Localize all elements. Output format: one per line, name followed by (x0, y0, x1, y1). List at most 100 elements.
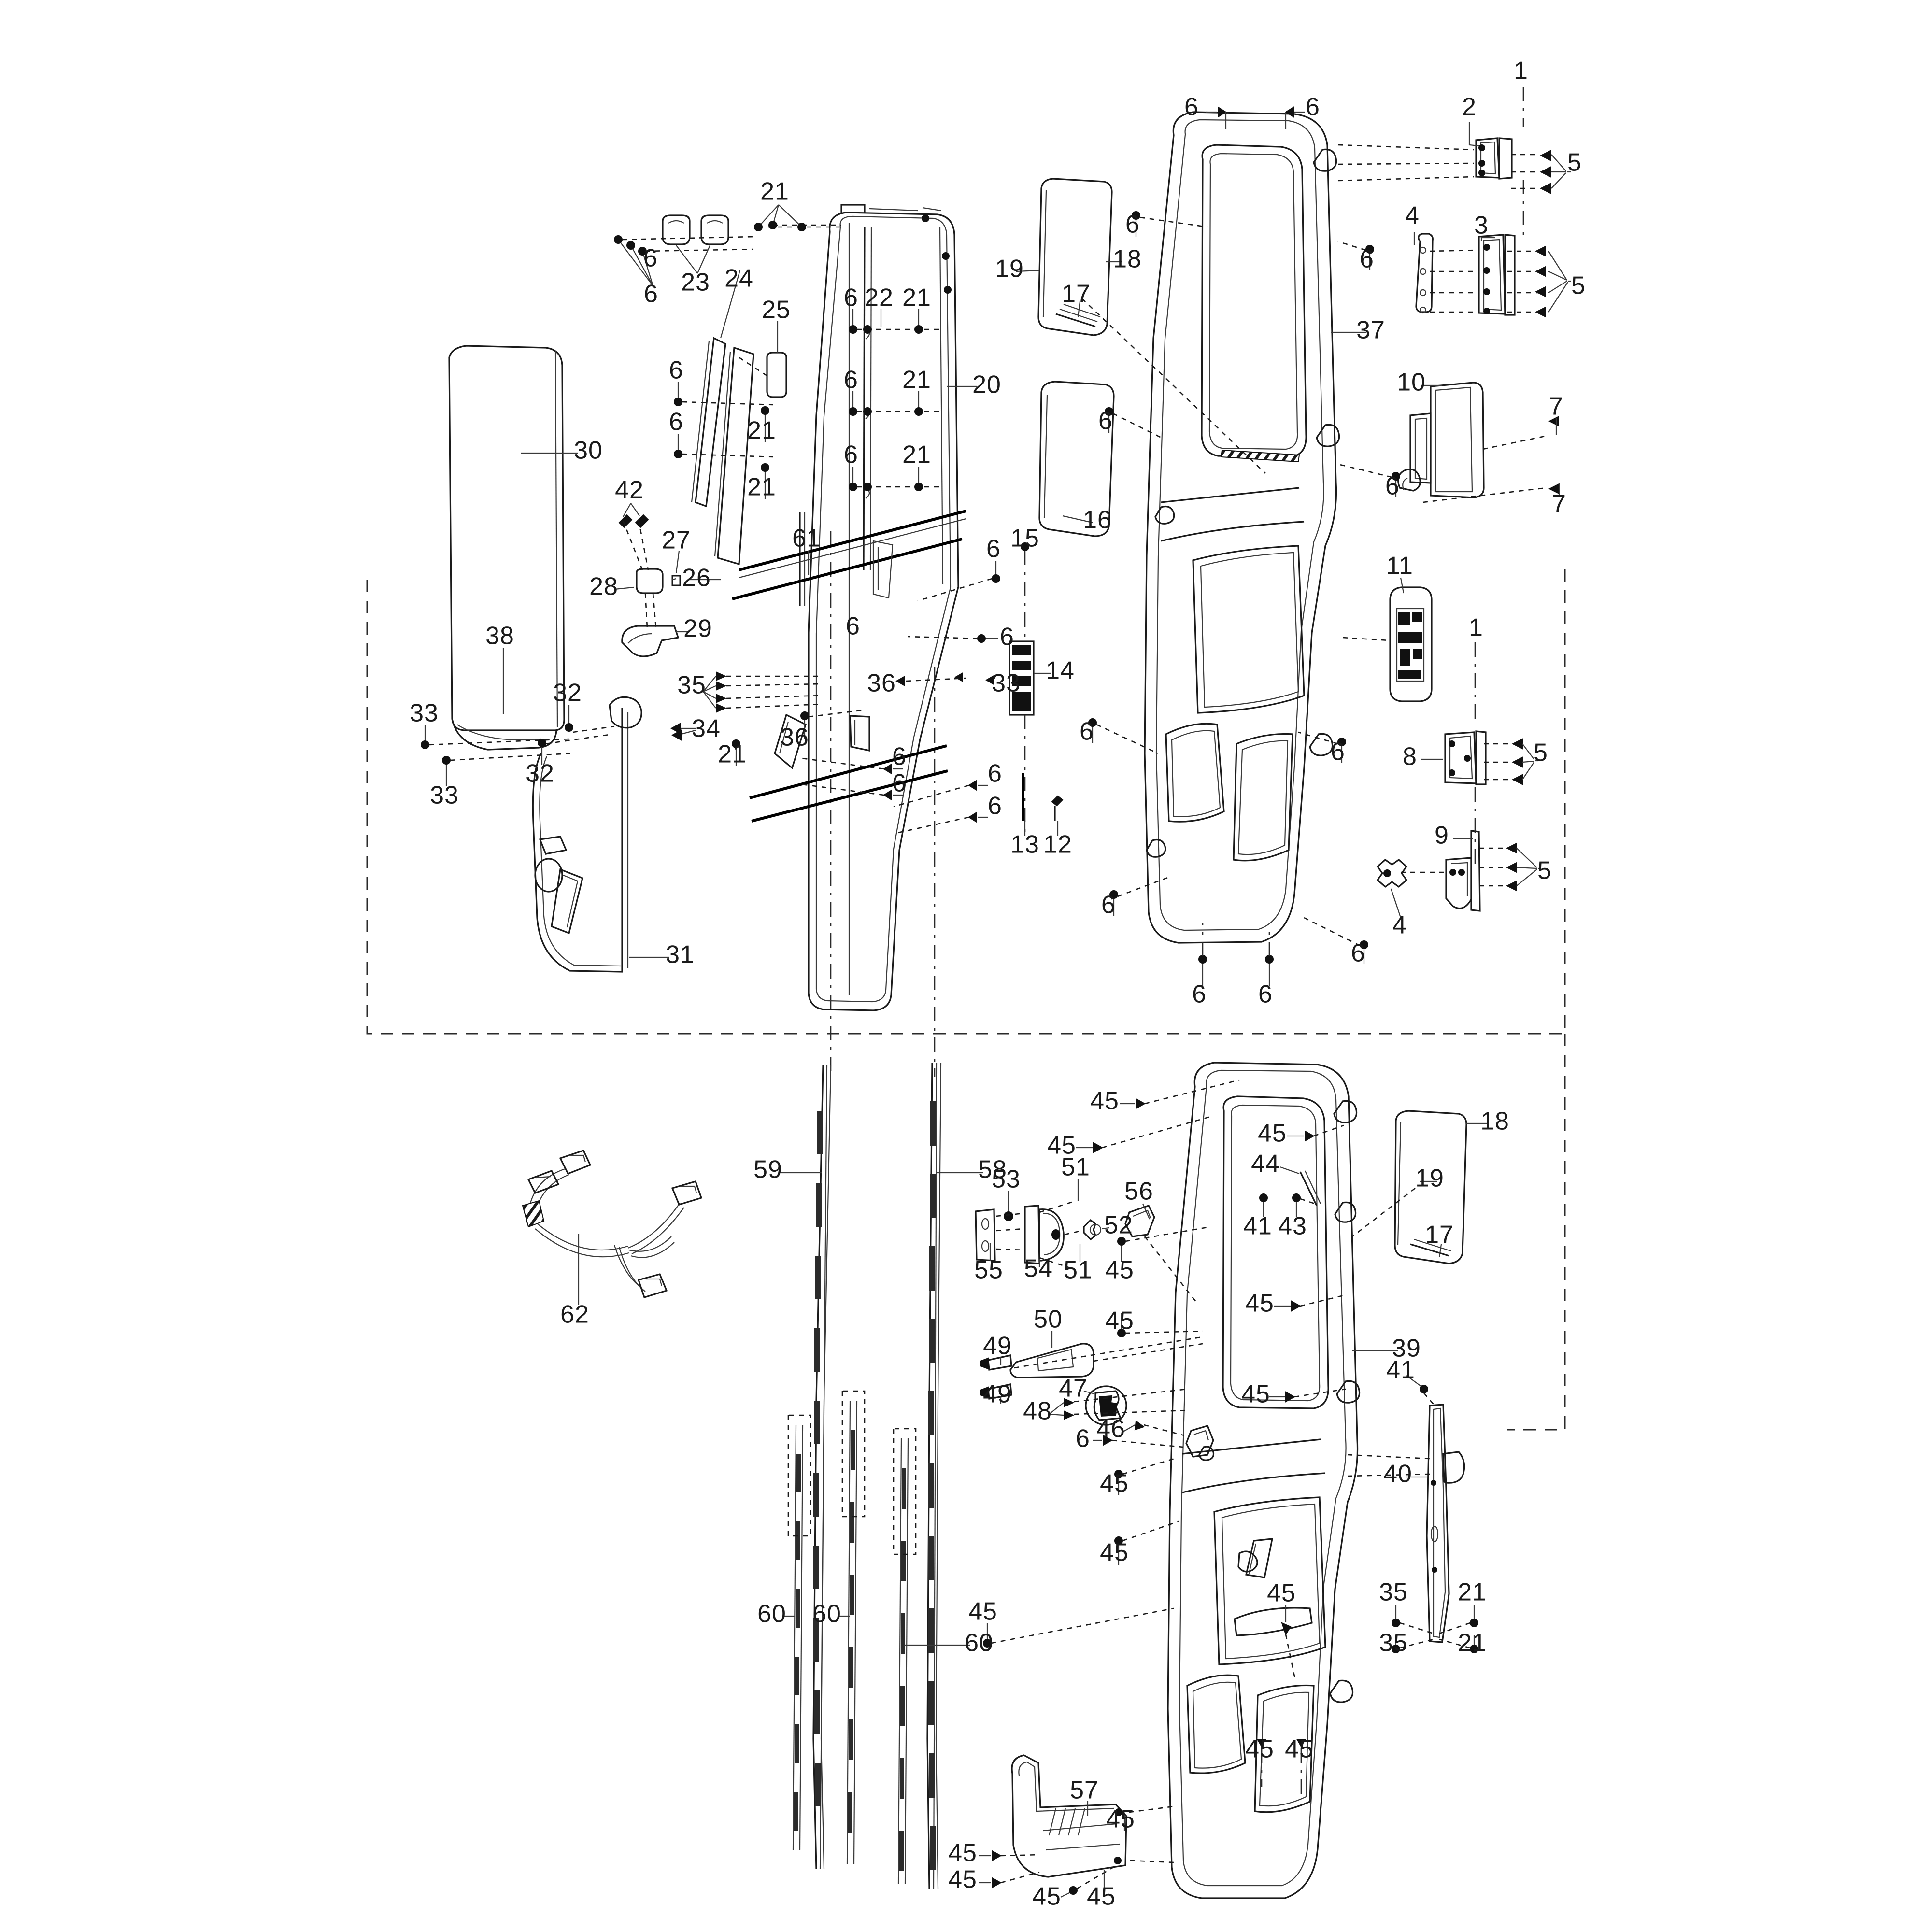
callout-number: 18 (1113, 245, 1142, 273)
callout-number: 24 (724, 265, 753, 293)
callout-number: 45 (1241, 1380, 1270, 1408)
part-12-pin (1051, 795, 1064, 821)
callout-number: 49 (983, 1380, 1012, 1408)
part-27-pin (671, 575, 681, 586)
part-46-cap (1185, 1425, 1214, 1458)
callout-number: 45 (1106, 1805, 1135, 1833)
part-52-grommet (1083, 1219, 1102, 1241)
group-boundary-lower (1507, 1034, 1566, 1431)
fastener-glyphs-upper (1506, 150, 1559, 892)
part-31-window-regulator (532, 696, 642, 973)
part-40-side-rail (1426, 1404, 1465, 1643)
part-49-screw-pair (980, 1354, 1012, 1400)
callout-number: 23 (681, 269, 710, 297)
part-42-screw-pair (618, 514, 649, 528)
part-47-bezel (1085, 1385, 1127, 1426)
callout-number: 62 (560, 1301, 589, 1329)
callout-number: 49 (983, 1332, 1012, 1360)
callout-number: 46 (1096, 1415, 1125, 1443)
callout-number: 6 (1101, 891, 1116, 919)
callout-number: 6 (644, 280, 658, 308)
callout-number: 35 (1379, 1629, 1408, 1657)
part-4-hinge-plate-upper (1415, 233, 1434, 314)
leader-lines (421, 87, 1571, 1898)
callout-number: 45 (1245, 1290, 1274, 1318)
part-37-cab-door-shell (1144, 111, 1340, 944)
callout-number: 6 (1306, 93, 1320, 121)
callout-number: 51 (1061, 1153, 1090, 1181)
part-window-regulator-rails (732, 510, 966, 823)
part-60-trim-strip-c (893, 1428, 917, 1884)
callout-number: 54 (1024, 1255, 1053, 1283)
callout-number: 18 (1480, 1108, 1509, 1136)
callout-number: 45 (1032, 1883, 1061, 1911)
part-4-star-washer (1376, 858, 1408, 888)
callout-number: 19 (995, 255, 1024, 283)
callout-number: 52 (1104, 1211, 1133, 1239)
callout-number: 38 (485, 622, 514, 650)
callout-number: 22 (865, 284, 894, 312)
callout-number: 15 (1010, 525, 1039, 553)
callout-number: 6 (844, 366, 858, 394)
callout-number: 6 (669, 356, 683, 384)
part-38-glass-lower-edge (451, 718, 557, 751)
callout-number: 41 (1386, 1356, 1415, 1384)
part-frame-top-fittings (840, 204, 952, 294)
part-57-step-panel (1011, 1754, 1127, 1878)
callout-number: 47 (1059, 1375, 1088, 1403)
part-30-window-glass (448, 345, 565, 731)
callout-number: 29 (683, 615, 712, 643)
callout-number: 59 (753, 1156, 782, 1184)
part-61-weatherstrip (799, 512, 806, 606)
callout-number: 45 (968, 1598, 997, 1626)
callout-number: 21 (747, 473, 776, 501)
callout-number: 53 (992, 1165, 1021, 1193)
part-14-latch-striker (1009, 640, 1035, 716)
callout-number: 58 (978, 1156, 1007, 1184)
group-boundary-upper (366, 565, 1566, 1035)
callout-number: 55 (974, 1256, 1003, 1284)
callout-number: 6 (892, 743, 907, 771)
callout-number: 36 (867, 669, 896, 697)
callout-number: 6 (669, 408, 683, 436)
callout-number: 35 (1379, 1578, 1408, 1606)
callout-number: 6 (988, 792, 1002, 820)
callout-number: 45 (948, 1839, 977, 1867)
callout-number: 5 (1534, 739, 1548, 767)
part-29-latch-arm (621, 625, 680, 657)
callout-number: 31 (666, 941, 695, 969)
callout-number: 17 (1062, 280, 1091, 308)
callout-number: 40 (1383, 1460, 1412, 1488)
callout-number: 9 (1435, 822, 1449, 850)
callout-number: 61 (792, 525, 821, 553)
callout-number: 41 (1243, 1212, 1272, 1240)
callout-number: 33 (430, 781, 459, 810)
callout-number: 48 (1023, 1397, 1052, 1425)
callout-number: 60 (757, 1600, 786, 1628)
part-55-plate (975, 1208, 996, 1262)
callout-number: 1 (1469, 614, 1483, 642)
callout-number: 20 (972, 371, 1001, 399)
callout-number: 30 (574, 437, 603, 465)
callout-number: 60 (812, 1600, 841, 1628)
callout-number: 4 (1405, 202, 1420, 230)
callout-number: 45 (1090, 1087, 1119, 1115)
callout-number: 37 (1356, 316, 1385, 344)
callout-number: 27 (662, 526, 691, 554)
callout-number: 5 (1571, 272, 1586, 300)
callout-number: 45 (1100, 1539, 1129, 1567)
part-26-pillar-seal (714, 346, 754, 566)
callout-number: 43 (1278, 1212, 1307, 1240)
callout-number: 60 (965, 1629, 994, 1657)
part-25-clip-block (766, 352, 787, 398)
callout-number: 36 (780, 724, 809, 752)
callout-number: 12 (1043, 831, 1072, 859)
callout-number: 6 (844, 441, 858, 469)
part-8-hinge-bracket (1444, 730, 1487, 785)
callout-number: 57 (1070, 1776, 1099, 1804)
part-18-19-lower-glass (1394, 1110, 1467, 1264)
callout-number: 21 (1458, 1578, 1487, 1606)
part-9-hinge-bracket-lower (1445, 830, 1481, 912)
